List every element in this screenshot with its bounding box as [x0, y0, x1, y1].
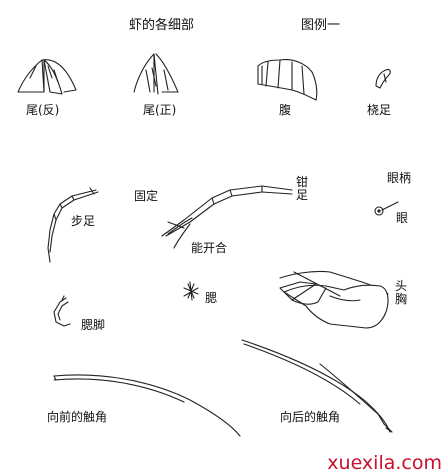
label-fixed: 固定: [134, 189, 159, 203]
tail-back-drawing: [17, 59, 77, 95]
label-abdomen: 腹: [279, 103, 292, 117]
tail-front-drawing: [133, 53, 179, 95]
abdomen-drawing: [257, 59, 318, 101]
label-open-close: 能开合: [191, 241, 228, 255]
swimmeret-drawing: [375, 68, 391, 89]
eye-stalk-drawing: [374, 201, 399, 216]
diagram-title: 虾的各细部: [129, 18, 195, 33]
back-antenna-drawing: [241, 339, 393, 433]
walking-leg-drawing: [47, 187, 99, 263]
label-head-chest: 头胸: [394, 279, 407, 306]
label-front-antenna: 向前的触角: [47, 410, 108, 424]
front-antenna-drawing: [53, 374, 241, 437]
label-claw-leg: 钳足: [295, 175, 308, 202]
label-gill: 腮: [205, 291, 218, 305]
label-eye: 眼: [396, 211, 409, 225]
label-back-antenna: 向后的触角: [280, 410, 341, 424]
label-tail-front: 尾(正): [143, 103, 177, 117]
label-gill-leg: 腮脚: [81, 318, 106, 332]
gill-leg-drawing: [53, 295, 71, 327]
gill-drawing: [183, 281, 199, 301]
label-eye-stalk: 眼柄: [387, 171, 412, 185]
figure-label: 图例一: [301, 18, 341, 33]
head-chest-drawing: [279, 270, 389, 329]
label-swimmeret: 桡足: [367, 103, 392, 117]
claw-leg-drawing: [161, 185, 293, 249]
watermark: xuexila.com: [327, 452, 442, 474]
label-tail-back: 尾(反): [26, 103, 60, 117]
label-walking-leg: 步足: [71, 214, 96, 228]
